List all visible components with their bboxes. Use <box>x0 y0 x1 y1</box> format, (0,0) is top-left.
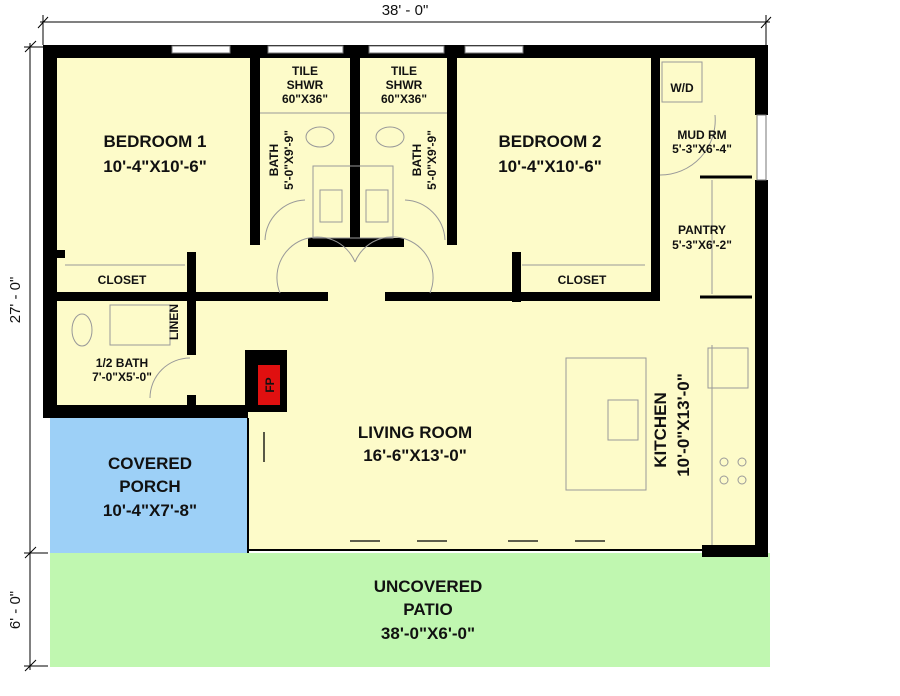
kitchen-size: 10'-0"X13'-0" <box>674 373 693 477</box>
fixtures <box>65 61 752 545</box>
shower2-size: 60"X36" <box>381 92 427 106</box>
half-bath-size: 7'-0"X5'-0" <box>92 370 152 384</box>
interior-area <box>50 50 762 418</box>
range-hood-icon <box>707 347 749 389</box>
bath1-name: BATH <box>267 144 281 176</box>
fireplace <box>258 365 280 405</box>
shower2-label: TILE <box>391 64 417 78</box>
shower1-label: TILE <box>292 64 318 78</box>
bedroom2-size: 10'-4"X10'-6" <box>498 157 602 176</box>
sink-icon <box>365 189 389 223</box>
living-room-name: LIVING ROOM <box>358 423 472 442</box>
kitchen-island <box>565 357 647 491</box>
windows <box>171 45 767 181</box>
living-room-size: 16'-6"X13'-0" <box>363 446 467 465</box>
overall-width-dimension: 38' - 0" <box>382 2 429 19</box>
washer-dryer-icon <box>661 61 703 103</box>
vanity-icon <box>312 165 394 239</box>
living-area-fill <box>248 410 762 550</box>
closet2-label: CLOSET <box>558 273 607 287</box>
bedroom1-size: 10'-4"X10'-6" <box>103 157 207 176</box>
porch-area <box>50 418 248 553</box>
shower1-size: 60"X36" <box>282 92 328 106</box>
wd-label: W/D <box>670 81 694 95</box>
bath2-name: BATH <box>410 144 424 176</box>
patio-size: 38'-0"X6'-0" <box>381 624 475 643</box>
toilet-icon <box>71 313 93 347</box>
sliding-door-arrows <box>263 432 605 542</box>
linen-label: LINEN <box>167 304 181 340</box>
toilet-icon <box>305 126 335 148</box>
patio-depth-dimension: 6' - 0" <box>7 591 24 629</box>
kitchen-name: KITCHEN <box>651 392 670 468</box>
kitchen-sink-icon <box>607 399 639 441</box>
porch-size: 10'-4"X7'-8" <box>103 501 197 520</box>
sink-icon <box>319 189 343 223</box>
bath2-size: 5'-0"X9'-9" <box>425 130 439 190</box>
sink-icon <box>109 304 171 346</box>
bedroom1-name: BEDROOM 1 <box>104 132 207 151</box>
patio-area <box>50 553 770 667</box>
bath1-size: 5'-0"X9'-9" <box>282 130 296 190</box>
toilet-icon <box>375 126 405 148</box>
fireplace-label: FP <box>263 377 277 392</box>
pantry-name: PANTRY <box>678 223 726 237</box>
pantry-size: 5'-3"X6'-2" <box>672 238 732 252</box>
shower2-label: SHWR <box>386 78 423 92</box>
porch-name: COVERED <box>108 454 192 473</box>
mud-room-name: MUD RM <box>677 128 726 142</box>
mud-room-size: 5'-3"X6'-4" <box>672 142 732 156</box>
house-depth-dimension: 27' - 0" <box>7 277 24 324</box>
closet1-label: CLOSET <box>98 273 147 287</box>
half-bath-name: 1/2 BATH <box>96 356 148 370</box>
cooktop-icon <box>719 457 747 485</box>
dimension-lines <box>24 15 772 672</box>
patio-name: PATIO <box>403 600 452 619</box>
bedroom2-name: BEDROOM 2 <box>499 132 602 151</box>
porch-name: PORCH <box>119 477 180 496</box>
shower1-label: SHWR <box>287 78 324 92</box>
patio-name: UNCOVERED <box>374 577 483 596</box>
